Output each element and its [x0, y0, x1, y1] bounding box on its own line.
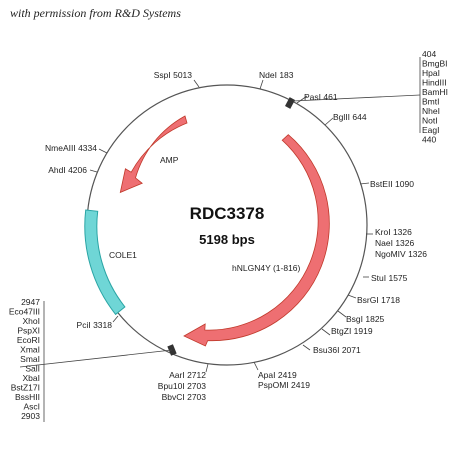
site-bsu36i: Bsu36I 2071: [313, 345, 361, 355]
mcs-bottom-item: XmaI: [20, 345, 40, 355]
mcs-bottom-item: BstZ17I: [11, 383, 40, 393]
mcs-bottom-item: PspXI: [17, 326, 40, 336]
mcs-top-item: BamHI: [422, 87, 448, 97]
plasmid-name: RDC3378: [190, 204, 265, 223]
mcs-bottom-item: BssHII: [15, 392, 40, 402]
mcs-bottom-item: AscI: [23, 402, 40, 412]
site-bsrgi: BsrGI 1718: [357, 295, 400, 305]
site-bpu10i: Bpu10I 2703: [158, 381, 206, 391]
site-aari: AarI 2712: [169, 370, 206, 380]
mcs-bottom-list: 2947 Eco47III XhoI PspXI EcoRI XmaI SmaI…: [9, 297, 40, 421]
site-bsteii: BstEII 1090: [370, 179, 414, 189]
site-ndei: NdeI 183: [259, 70, 294, 80]
mcs-top-item: EagI: [422, 125, 440, 135]
mcs-top-item: BmtI: [422, 97, 439, 107]
site-pspomi: PspOMI 2419: [258, 380, 310, 390]
mcs-top-item: NotI: [422, 116, 438, 126]
mcs-bottom-item: 2903: [21, 411, 40, 421]
site-pasi: PasI 461: [304, 92, 338, 102]
leader-lines: [19, 57, 421, 422]
site-apai: ApaI 2419: [258, 370, 297, 380]
mcs-top-item: NheI: [422, 106, 440, 116]
cole1-label: COLE1: [109, 250, 137, 260]
site-ngomiv: NgoMIV 1326: [375, 249, 427, 259]
site-bsgi: BsgI 1825: [346, 314, 385, 324]
mcs-top-item: HindIII: [422, 78, 447, 88]
mcs-bottom-item: EcoRI: [17, 335, 40, 345]
insert-label: hNLGN4Y (1-816): [232, 263, 301, 273]
mcs-bottom-item: SalI: [25, 364, 40, 374]
site-ahdi: AhdI 4206: [48, 165, 87, 175]
hnlgn4y-feature: [183, 134, 330, 347]
site-btgzi: BtgZI 1919: [331, 326, 373, 336]
mcs-bottom-item: XhoI: [23, 316, 41, 326]
site-bbvci: BbvCI 2703: [162, 392, 207, 402]
mcs-top-list: 404 BmgBI HpaI HindIII BamHI BmtI NheI N…: [422, 49, 448, 145]
mcs-top-item: BmgBI: [422, 59, 448, 69]
site-nmeaiii: NmeAIII 4334: [45, 143, 97, 153]
mcs-top-tick: [285, 97, 295, 109]
cole1-feature: [84, 209, 126, 316]
site-bglii: BglII 644: [333, 112, 367, 122]
mcs-top-item: 404: [422, 49, 436, 59]
mcs-bottom-item: SmaI: [20, 354, 40, 364]
site-sspi: SspI 5013: [154, 70, 193, 80]
site-kroi: KroI 1326: [375, 227, 412, 237]
site-pcii: PciI 3318: [77, 320, 113, 330]
mcs-bottom-item: XbaI: [23, 373, 41, 383]
site-naei: NaeI 1326: [375, 238, 414, 248]
amp-label: AMP: [160, 155, 179, 165]
mcs-top-item: HpaI: [422, 68, 440, 78]
plasmid-size: 5198 bps: [199, 232, 255, 247]
site-stui: StuI 1575: [371, 273, 408, 283]
mcs-bottom-item: 2947: [21, 297, 40, 307]
credit-text: with permission from R&D Systems: [10, 6, 181, 20]
mcs-bottom-item: Eco47III: [9, 307, 40, 317]
amp-feature: [119, 115, 188, 194]
mcs-top-item: 440: [422, 135, 436, 145]
